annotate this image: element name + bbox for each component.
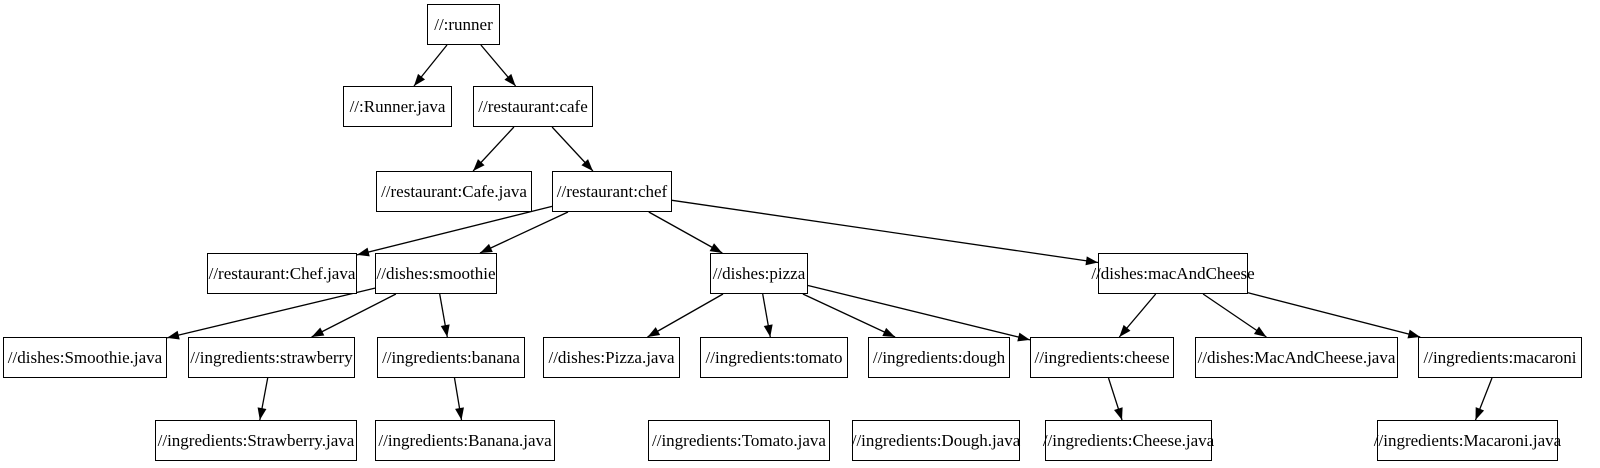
edge-chef-to-chef_java <box>356 205 553 257</box>
node-chef-java: //restaurant:Chef.java <box>207 253 357 294</box>
edge-chef-to-pizza <box>648 211 723 254</box>
node-label: //ingredients:Banana.java <box>378 430 552 450</box>
edge-chef-to-smoothie <box>479 211 569 254</box>
node-cheese-java: //ingredients:Cheese.java <box>1042 420 1215 461</box>
edge-mac_and_cheese-to-macaroni <box>1247 292 1421 339</box>
edge-macaroni-to-macaroni_java <box>1474 377 1493 421</box>
node-label: //dishes:macAndCheese <box>1091 263 1255 283</box>
node-runner-java: //:Runner.java <box>343 86 452 127</box>
node-label: //ingredients:strawberry <box>190 347 353 367</box>
node-label: //dishes:Smoothie.java <box>7 347 163 367</box>
edge-cheese-to-cheese_java <box>1107 377 1123 421</box>
node-banana-java: //ingredients:Banana.java <box>375 420 555 461</box>
node-smoothie: //dishes:smoothie <box>375 253 497 294</box>
edge-pizza-to-tomato <box>762 293 773 338</box>
node-label: //ingredients:Cheese.java <box>1042 430 1215 450</box>
edge-strawberry-to-strawberry_java <box>257 377 269 421</box>
node-mac-and-cheese-java: //dishes:MacAndCheese.java <box>1195 337 1398 378</box>
node-chef: //restaurant:chef <box>552 171 672 212</box>
node-strawberry-java: //ingredients:Strawberry.java <box>155 420 357 461</box>
node-smoothie-java: //dishes:Smoothie.java <box>3 337 167 378</box>
edge-smoothie-to-banana <box>439 293 450 338</box>
node-macaroni-java: //ingredients:Macaroni.java <box>1373 420 1562 461</box>
edge-cafe-to-chef <box>551 126 594 172</box>
node-banana: //ingredients:banana <box>377 337 525 378</box>
node-label: //ingredients:dough <box>872 347 1006 367</box>
node-label: //ingredients:macaroni <box>1423 347 1577 367</box>
node-label: //restaurant:Cafe.java <box>381 181 527 201</box>
node-label: //dishes:MacAndCheese.java <box>1197 347 1396 367</box>
node-label: //ingredients:Macaroni.java <box>1373 430 1562 450</box>
node-tomato: //ingredients:tomato <box>700 337 848 378</box>
node-dough: //ingredients:dough <box>868 337 1010 378</box>
node-runner: //:runner <box>427 4 500 45</box>
node-macaroni: //ingredients:macaroni <box>1418 337 1582 378</box>
edge-pizza-to-cheese <box>807 284 1031 342</box>
edge-smoothie-to-strawberry <box>311 293 397 338</box>
node-label: //dishes:Pizza.java <box>548 347 675 367</box>
edge-runner-to-cafe <box>480 44 517 87</box>
node-label: //ingredients:Strawberry.java <box>157 430 355 450</box>
node-label: //restaurant:chef <box>556 181 668 201</box>
edge-mac_and_cheese-to-cheese <box>1118 293 1157 338</box>
node-mac-and-cheese: //dishes:macAndCheese <box>1091 253 1255 294</box>
edge-banana-to-banana_java <box>453 377 464 421</box>
node-label: //restaurant:cafe <box>478 96 588 116</box>
edge-chef-to-mac_and_cheese <box>671 199 1099 266</box>
node-label: //ingredients:Tomato.java <box>652 430 826 450</box>
edge-runner-to-runner_java <box>413 44 448 87</box>
edge-pizza-to-dough <box>802 293 896 338</box>
node-label: //dishes:smoothie <box>376 263 496 283</box>
node-pizza: //dishes:pizza <box>710 253 808 294</box>
edge-smoothie-to-smoothie_java <box>166 287 376 340</box>
node-label: //:runner <box>434 14 493 34</box>
node-label: //restaurant:Chef.java <box>208 263 356 283</box>
node-label: //:Runner.java <box>349 96 446 116</box>
node-label: //ingredients:banana <box>382 347 520 367</box>
node-dough-java: //ingredients:Dough.java <box>852 420 1020 461</box>
node-label: //ingredients:cheese <box>1034 347 1170 367</box>
node-label: //ingredients:Dough.java <box>851 430 1021 450</box>
node-cafe-java: //restaurant:Cafe.java <box>376 171 532 212</box>
node-tomato-java: //ingredients:Tomato.java <box>648 420 830 461</box>
edge-mac_and_cheese-to-mac_and_cheese_java <box>1202 293 1267 338</box>
edge-pizza-to-pizza_java <box>647 293 724 338</box>
node-label: //ingredients:tomato <box>705 347 843 367</box>
node-cheese: //ingredients:cheese <box>1030 337 1174 378</box>
node-pizza-java: //dishes:Pizza.java <box>543 337 680 378</box>
node-label: //dishes:pizza <box>712 263 806 283</box>
edge-cafe-to-cafe_java <box>472 126 515 172</box>
node-strawberry: //ingredients:strawberry <box>188 337 355 378</box>
node-cafe: //restaurant:cafe <box>473 86 593 127</box>
